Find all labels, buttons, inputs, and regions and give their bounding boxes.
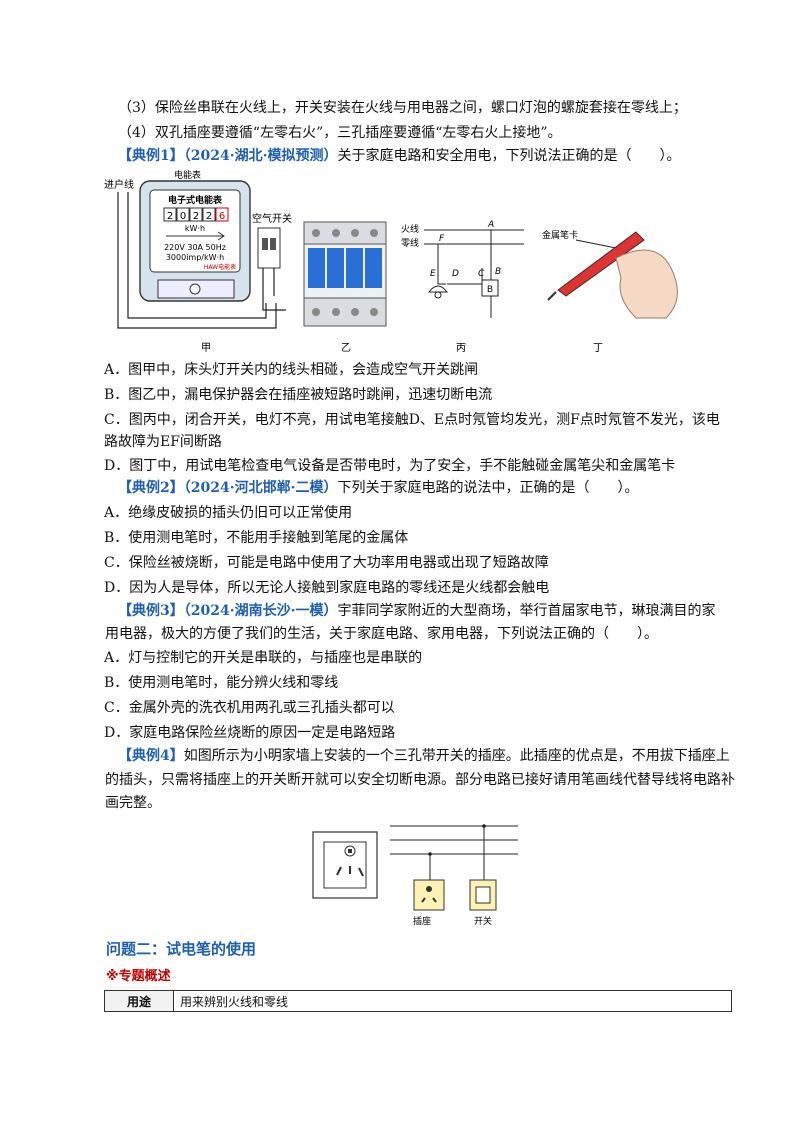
svg-text:B: B bbox=[487, 285, 493, 295]
example-3-question-cont: 用电器，极大的方便了我们的生活，关于家庭电路、家用电器，下列说法正确的（ ）。 bbox=[105, 626, 658, 642]
meter-seal-icon bbox=[189, 283, 201, 295]
lamp-icon bbox=[427, 285, 449, 293]
switch-label: 开关 bbox=[474, 915, 492, 927]
pen-clip-label: 金属笔卡 bbox=[542, 229, 578, 241]
overview-label: ※专题概述 bbox=[106, 969, 171, 984]
meter-digit: 0 bbox=[180, 211, 186, 222]
meter-digits: 2 0 2 2 6 bbox=[163, 207, 229, 222]
point-b: B bbox=[495, 267, 501, 277]
ex1-option-c: C．图丙中，闭合开关，电灯不亮，用试电笔接触D、E点时氖管均发光，测F点时氖管不… bbox=[104, 412, 720, 428]
example-4-text-end: 画完整。 bbox=[105, 795, 161, 811]
meter-brand: HAW电能表 bbox=[204, 263, 236, 271]
meter-digit: 2 bbox=[193, 211, 199, 222]
socket-box-icon bbox=[413, 879, 445, 911]
meter-unit: kW·h bbox=[185, 224, 205, 233]
example-tag: 【典例1】 bbox=[118, 148, 184, 164]
ex2-option-a: A．绝缘皮破损的插头仍旧可以正常使用 bbox=[104, 505, 353, 521]
table-key: 用途 bbox=[104, 990, 174, 1012]
example-tag: 【典例4】 bbox=[118, 748, 184, 764]
hand-icon bbox=[615, 249, 678, 319]
incoming-line-label: 进户线 bbox=[104, 178, 134, 191]
table-value: 用来辨别火线和零线 bbox=[173, 990, 732, 1012]
meter-title: 电子式电能表 bbox=[168, 194, 223, 206]
neutral-wire-label: 零线 bbox=[401, 237, 419, 249]
example-4-text-cont: 的插头，只需将插座上的开关断开就可以安全切断电源。部分电路已接好请用笔画线代替导… bbox=[105, 772, 735, 788]
live-wire-label: 火线 bbox=[401, 223, 419, 235]
example-4-text: 【典例4】如图所示为小明家墙上安装的一个三孔带开关的插座。此插座的优点是，不用拔… bbox=[118, 748, 730, 764]
socket-label: 插座 bbox=[413, 915, 431, 927]
ex2-option-c: C．保险丝被烧断，可能是电路中使用了大功率用电器或出现了短路故障 bbox=[104, 555, 549, 571]
point-f: F bbox=[439, 234, 445, 244]
ex1-option-a: A．图甲中，床头灯开关内的线头相碰，会造成空气开关跳闸 bbox=[104, 362, 479, 378]
example-source: （2024·湖北·模拟预测） bbox=[183, 148, 338, 164]
point-d: D bbox=[452, 269, 459, 279]
caption-yi: 乙 bbox=[341, 342, 351, 354]
example-tag: 【典例2】 bbox=[118, 480, 184, 496]
air-switch-label: 空气开关 bbox=[252, 212, 292, 225]
ex3-option-a: A．灯与控制它的开关是串联的，与插座也是串联的 bbox=[104, 650, 423, 666]
example-1-question: 【典例1】（2024·湖北·模拟预测）关于家庭电路和安全用电，下列说法正确的是（… bbox=[118, 148, 681, 164]
ex2-option-b: B．使用测电笔时，不能用手接触到笔尾的金属体 bbox=[104, 530, 409, 546]
meter-top-label: 电能表 bbox=[174, 169, 201, 181]
ex3-option-d: D．家庭电路保险丝烧断的原因一定是电路短路 bbox=[104, 725, 396, 741]
meter-digit: 2 bbox=[167, 211, 173, 222]
rule-4: （4）双孔插座要遵循“左零右火”，三孔插座要遵循“左零右火上接地”。 bbox=[118, 125, 562, 141]
rule-3: （3）保险丝串联在火线上，开关安装在火线与用电器之间，螺口灯泡的螺旋套接在零线上… bbox=[118, 100, 687, 116]
example-3-question: 【典例3】（2024·湖南长沙·一模）宇菲同学家附近的大型商场，举行首届家电节，… bbox=[118, 603, 716, 619]
caption-ding: 丁 bbox=[593, 343, 603, 354]
example-2-question: 【典例2】（2024·河北邯郸·二模）下列关于家庭电路的说法中，正确的是（ ）。 bbox=[118, 480, 639, 496]
ex3-option-b: B．使用测电笔时，能分辨火线和零线 bbox=[104, 675, 339, 691]
test-pen-icon bbox=[557, 231, 645, 297]
switch-box-icon bbox=[481, 279, 499, 297]
section-title: 问题二：试电笔的使用 bbox=[106, 940, 257, 958]
ex3-option-c: C．金属外壳的洗衣机用两孔或三孔插头都可以 bbox=[104, 700, 395, 716]
example-4-figure: 插座 开关 bbox=[312, 824, 518, 927]
example-source: （2024·河北邯郸·二模） bbox=[183, 480, 338, 496]
ex1-option-d: D．图丁中，用试电笔检查电气设备是否带电时，为了安全，手不能触碰金属笔尖和金属笔… bbox=[104, 458, 676, 474]
ex1-option-c-cont: 路故障为EF间断路 bbox=[104, 434, 222, 450]
meter-digit: 6 bbox=[219, 211, 225, 222]
example-1-figure: 进户线 电能表 电子式电能表 2 0 2 2 6 kW·h 220V 30A 5… bbox=[104, 169, 678, 354]
ex1-option-b: B．图乙中，漏电保护器会在插座被短路时跳闸，迅速切断电流 bbox=[104, 387, 493, 403]
table-row: 用途 用来辨别火线和零线 bbox=[104, 990, 732, 1012]
air-switch bbox=[257, 227, 281, 269]
caption-bing: 丙 bbox=[456, 343, 466, 354]
example-source: （2024·湖南长沙·一模） bbox=[183, 603, 338, 619]
overview-table: 用途 用来辨别火线和零线 bbox=[104, 990, 732, 1012]
ex2-option-d: D．因为人是导体，所以无论人接触到家庭电路的零线还是火线都会触电 bbox=[104, 580, 550, 596]
leakage-protector bbox=[303, 221, 387, 327]
meter-digit: 2 bbox=[206, 211, 212, 222]
meter-spec-1: 220V 30A 50Hz bbox=[164, 243, 226, 252]
point-e: E bbox=[430, 269, 436, 279]
caption-jia: 甲 bbox=[201, 343, 211, 354]
example-tag: 【典例3】 bbox=[118, 603, 184, 619]
point-a: A bbox=[487, 220, 494, 230]
meter-spec-2: 3000imp/kW·h bbox=[166, 253, 224, 262]
